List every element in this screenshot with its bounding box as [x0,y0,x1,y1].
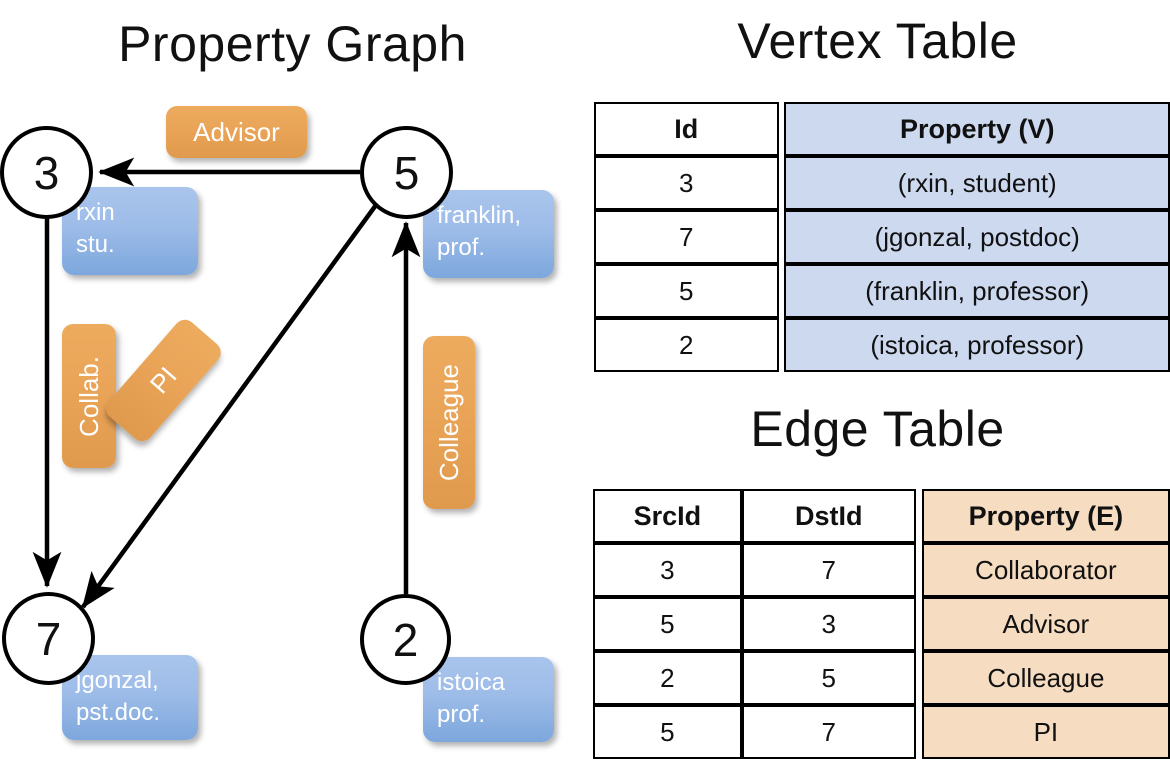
edge-table-cell-property: Colleague [921,651,1170,705]
vertex-table-column-gap [778,156,785,210]
edge-table-cell-dstid: 7 [741,705,916,759]
vertex-property-box-5: franklin, prof. [423,190,554,278]
vertex-table: Id Property (V) 3 (rxin, student) 7 (jgo… [594,102,1170,372]
vertex-property-box-7: jgonzal, pst.doc. [62,655,198,740]
vertex-table-cell-id: 7 [594,210,779,264]
edge-table-cell-srcid: 5 [593,705,742,759]
edge-table-header-row: SrcId DstId Property (E) [593,489,1170,543]
edge-table-cell-dstid: 7 [741,543,916,597]
table-row: 3 (rxin, student) [594,156,1170,210]
vertex-table-column-gap [778,102,785,156]
table-row: 2 (istoica, professor) [594,318,1170,372]
vertex-property-box-7-line1: jgonzal, [76,667,159,694]
vertex-table-cell-property: (istoica, professor) [784,318,1170,372]
vertex-table-cell-property: (franklin, professor) [784,264,1170,318]
vertex-table-cell-id: 2 [594,318,779,372]
edge-table-column-gap [915,489,922,543]
vertex-table-cell-property: (rxin, student) [784,156,1170,210]
edge-table-header-dstid: DstId [741,489,916,543]
vertex-property-box-3-line1: rxin [76,199,115,226]
vertex-table-header-id: Id [594,102,779,156]
vertex-table-column-gap [778,210,785,264]
property-graph-diagram: Advisor Collab. PI Colleague rxin stu. f… [0,106,554,742]
vertex-node-3: 3 [0,126,93,219]
edge-table-column-gap [915,543,922,597]
edge-table: SrcId DstId Property (E) 3 7 Collaborato… [593,489,1170,759]
vertex-node-7: 7 [2,592,95,685]
vertex-table-header-property: Property (V) [784,102,1170,156]
vertex-node-5: 5 [360,126,453,219]
graph-edges-svg [32,157,421,609]
edge-table-cell-srcid: 5 [593,597,742,651]
edge-table-cell-property: PI [921,705,1170,759]
edge-table-cell-property: Collaborator [921,543,1170,597]
edge-label-collab-text: Collab. [73,355,104,437]
vertex-property-box-3: rxin stu. [62,187,198,275]
page-title-vertex-table: Vertex Table [737,13,1018,69]
vertex-property-box-2-line2: prof. [437,701,486,729]
vertex-table-cell-id: 3 [594,156,779,210]
edge-table-cell-dstid: 3 [741,597,916,651]
edge-label-advisor: Advisor [166,106,307,158]
vertex-property-box-2: istoica prof. [423,657,554,742]
page-title-edge-table: Edge Table [750,401,1005,457]
edge-table-column-gap [915,705,922,759]
page-title-property-graph: Property Graph [118,16,467,72]
table-row: 5 3 Advisor [593,597,1170,651]
edge-5-to-7 [81,203,378,609]
vertex-property-box-2-line1: istoica [437,669,506,696]
vertex-table-cell-id: 5 [594,264,779,318]
vertex-table-column-gap [778,264,785,318]
edge-label-colleague-text: Colleague [433,363,464,482]
vertex-property-box-7-line2: pst.doc. [76,699,161,727]
table-row: 7 (jgonzal, postdoc) [594,210,1170,264]
edge-table-header-srcid: SrcId [593,489,742,543]
table-row: 3 7 Collaborator [593,543,1170,597]
edge-table-column-gap [915,597,922,651]
edge-label-pi-text: PI [143,361,183,400]
edge-table-cell-srcid: 3 [593,543,742,597]
edge-table-column-gap [915,651,922,705]
vertex-table-cell-property: (jgonzal, postdoc) [784,210,1170,264]
edge-label-colleague: Colleague [423,336,475,509]
vertex-table-column-gap [778,318,785,372]
table-row: 5 7 PI [593,705,1170,759]
vertex-property-box-3-line2: stu. [76,231,115,259]
edge-table-cell-dstid: 5 [741,651,916,705]
vertex-table-header-row: Id Property (V) [594,102,1170,156]
edge-table-header-property: Property (E) [921,489,1170,543]
edge-table-cell-property: Advisor [921,597,1170,651]
table-row: 2 5 Colleague [593,651,1170,705]
table-row: 5 (franklin, professor) [594,264,1170,318]
vertex-property-box-5-line2: prof. [437,234,486,262]
edge-label-advisor-text: Advisor [193,116,280,147]
vertex-property-box-5-line1: franklin, [437,202,522,229]
edge-table-cell-srcid: 2 [593,651,742,705]
vertex-node-2: 2 [360,594,451,685]
edge-label-collab: Collab. [62,324,116,468]
